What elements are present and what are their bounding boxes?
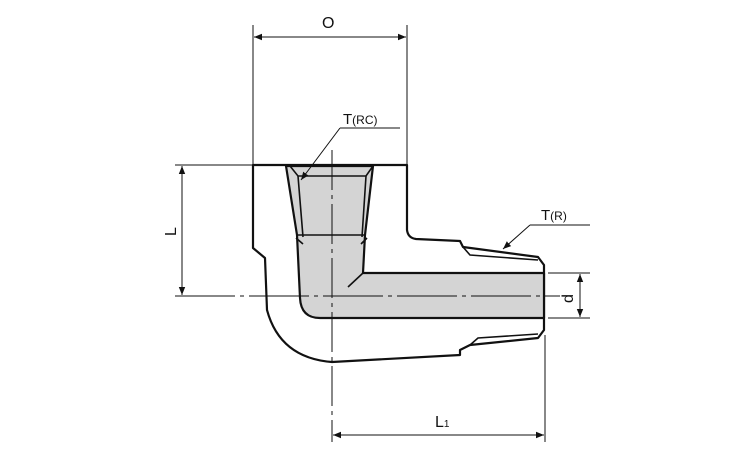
dim-d-label: d	[560, 294, 577, 303]
thread-r-label: T(R)	[541, 207, 567, 224]
dim-L-label: L	[163, 227, 180, 236]
thread-rc-label: T(RC)	[343, 111, 378, 128]
dim-L1-label: L1	[435, 414, 450, 431]
dim-O-label: O	[322, 15, 334, 32]
